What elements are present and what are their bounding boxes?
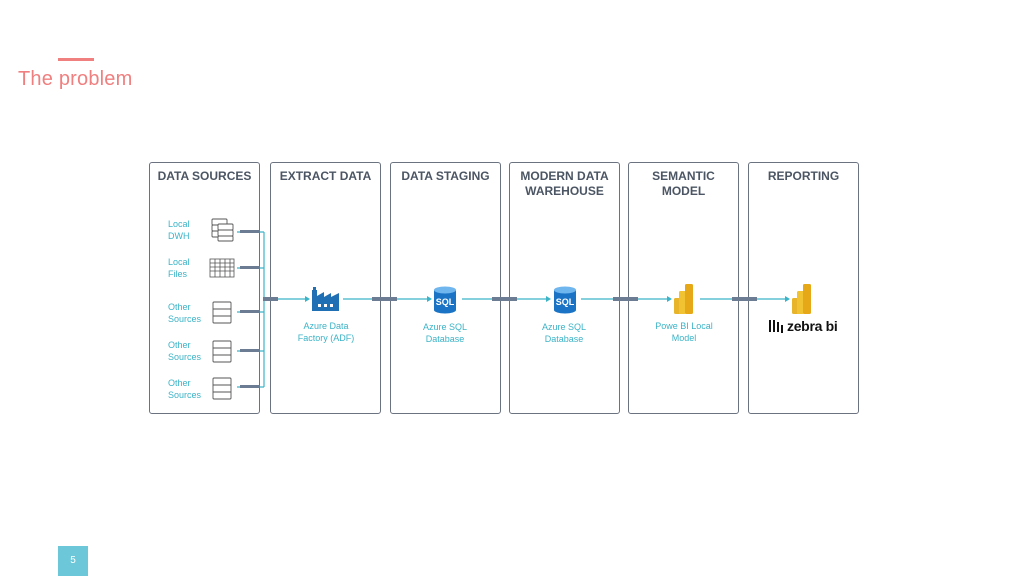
sql-database-icon: SQL bbox=[554, 286, 576, 314]
sql-database-icon: SQL bbox=[434, 286, 456, 314]
source-label-other-sources: Other Sources bbox=[168, 378, 202, 400]
panel-title: EXTRACT DATA bbox=[279, 169, 372, 183]
source-label-local-dwh: Local DWH bbox=[168, 219, 190, 241]
panel-semantic-model: SEMANTIC MODEL bbox=[628, 162, 739, 414]
panel-extract-data: EXTRACT DATA bbox=[270, 162, 381, 414]
page-number: 5 bbox=[58, 546, 88, 576]
title-accent-line bbox=[58, 58, 94, 61]
sql-badge: SQL bbox=[556, 297, 575, 307]
source-label-local-files: Local Files bbox=[168, 257, 190, 279]
sql-badge: SQL bbox=[436, 297, 455, 307]
power-bi-icon bbox=[674, 284, 693, 314]
node-label-dwh-sql: Azure SQL Database bbox=[541, 322, 587, 344]
source-label-other-sources: Other Sources bbox=[168, 340, 202, 362]
source-label-other-sources: Other Sources bbox=[168, 302, 202, 324]
panel-data-sources: DATA SOURCES bbox=[149, 162, 260, 414]
database-stack-icon bbox=[211, 218, 234, 242]
panel-title: REPORTING bbox=[767, 169, 840, 183]
table-icon bbox=[212, 377, 232, 400]
node-label-powerbi-model: Powe BI Local Model bbox=[655, 321, 713, 343]
panel-title: DATA SOURCES bbox=[157, 169, 252, 183]
table-icon bbox=[212, 340, 232, 363]
factory-icon bbox=[312, 287, 339, 311]
panel-title: DATA STAGING bbox=[401, 169, 490, 183]
slide-title: The problem bbox=[18, 68, 133, 90]
zebra-bi-logo-mark bbox=[769, 320, 783, 333]
flow-arrows bbox=[264, 296, 790, 302]
table-icon bbox=[212, 301, 232, 324]
power-bi-icon bbox=[792, 284, 811, 314]
spreadsheet-icon bbox=[209, 258, 235, 278]
source-connectors bbox=[237, 231, 265, 388]
node-label-adf: Azure Data Factory (ADF) bbox=[297, 321, 355, 343]
panel-title: SEMANTIC MODEL bbox=[652, 169, 715, 198]
zebra-bi-logo-text: zebra bi bbox=[787, 318, 838, 334]
panel-boundary-caps bbox=[263, 297, 757, 301]
panel-title: MODERN DATA WAREHOUSE bbox=[520, 169, 609, 198]
node-label-staging-sql: Azure SQL Database bbox=[422, 322, 468, 344]
connector-caps bbox=[240, 230, 260, 388]
